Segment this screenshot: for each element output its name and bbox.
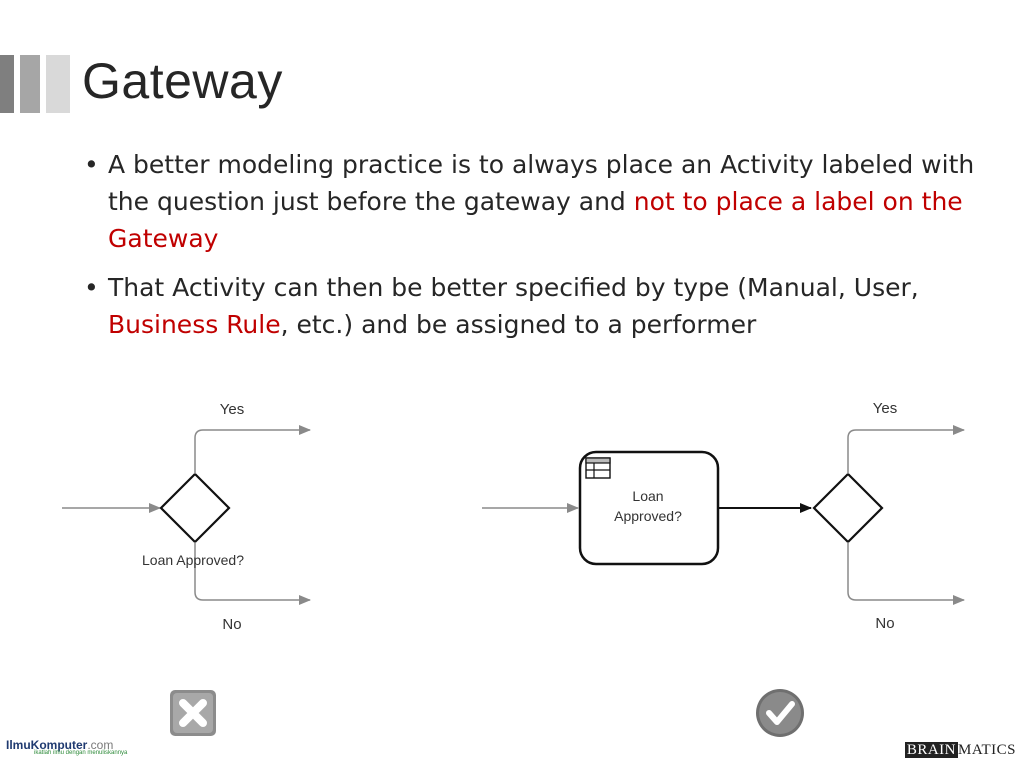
accent-bar-light [46, 55, 70, 113]
no-flow [194, 542, 311, 605]
gateway-diamond [812, 472, 884, 544]
left-diagram: Yes No Loan Approved? [62, 401, 311, 633]
business-rule-table-icon [585, 457, 611, 479]
bullet-text: , etc.) and be assigned to a performer [280, 310, 757, 339]
bullet-item: • That Activity can then be better speci… [84, 269, 984, 343]
yes-flow [194, 425, 311, 474]
yes-flow [847, 425, 965, 474]
gateway-label: Loan Approved? [142, 552, 244, 568]
no-flow [847, 542, 965, 605]
no-label: No [222, 616, 241, 633]
bullet-text: That Activity can then be better specifi… [108, 273, 919, 302]
yes-label: Yes [873, 400, 897, 417]
no-label: No [875, 615, 894, 632]
task-label-line2: Approved? [614, 508, 682, 524]
right-diagram: Loan Approved? Yes No [482, 400, 965, 632]
accent-bar-mid [20, 55, 40, 113]
footer-brand-part2: MATICS [957, 742, 1016, 758]
bullet-emphasis: not to place a label on the Gateway [108, 187, 963, 253]
task-label-line1: Loan [632, 488, 663, 504]
bullet-list: • A better modeling practice is to alway… [84, 146, 984, 355]
gateway-diamond [159, 472, 231, 544]
bullet-emphasis: Business Rule [108, 310, 281, 339]
bullet-dot: • [84, 273, 99, 302]
footer-brand-name: IlmuKomputer [6, 738, 88, 752]
checkmark-icon [756, 689, 804, 737]
gateway-diagrams: Yes No Loan Approved? Loan Approved? Yes… [62, 400, 965, 737]
bullet-dot: • [84, 150, 99, 179]
accent-bar-dark [0, 55, 14, 113]
footer-brand-suffix: .com [87, 738, 114, 752]
footer-brand-part1: BRAIN [904, 742, 958, 758]
bullet-item: • A better modeling practice is to alway… [84, 146, 984, 257]
footer-logo-left: IlmuKomputer.com ikatlah ilmu dengan men… [6, 738, 127, 756]
bullet-text: A better modeling practice is to always … [108, 150, 975, 216]
page-title: Gateway [82, 53, 283, 109]
footer-brand-left: IlmuKomputer.com [6, 738, 127, 752]
footer-tagline: ikatlah ilmu dengan menuliskannya [34, 750, 128, 756]
yes-label: Yes [220, 401, 244, 418]
cross-icon [170, 690, 216, 736]
